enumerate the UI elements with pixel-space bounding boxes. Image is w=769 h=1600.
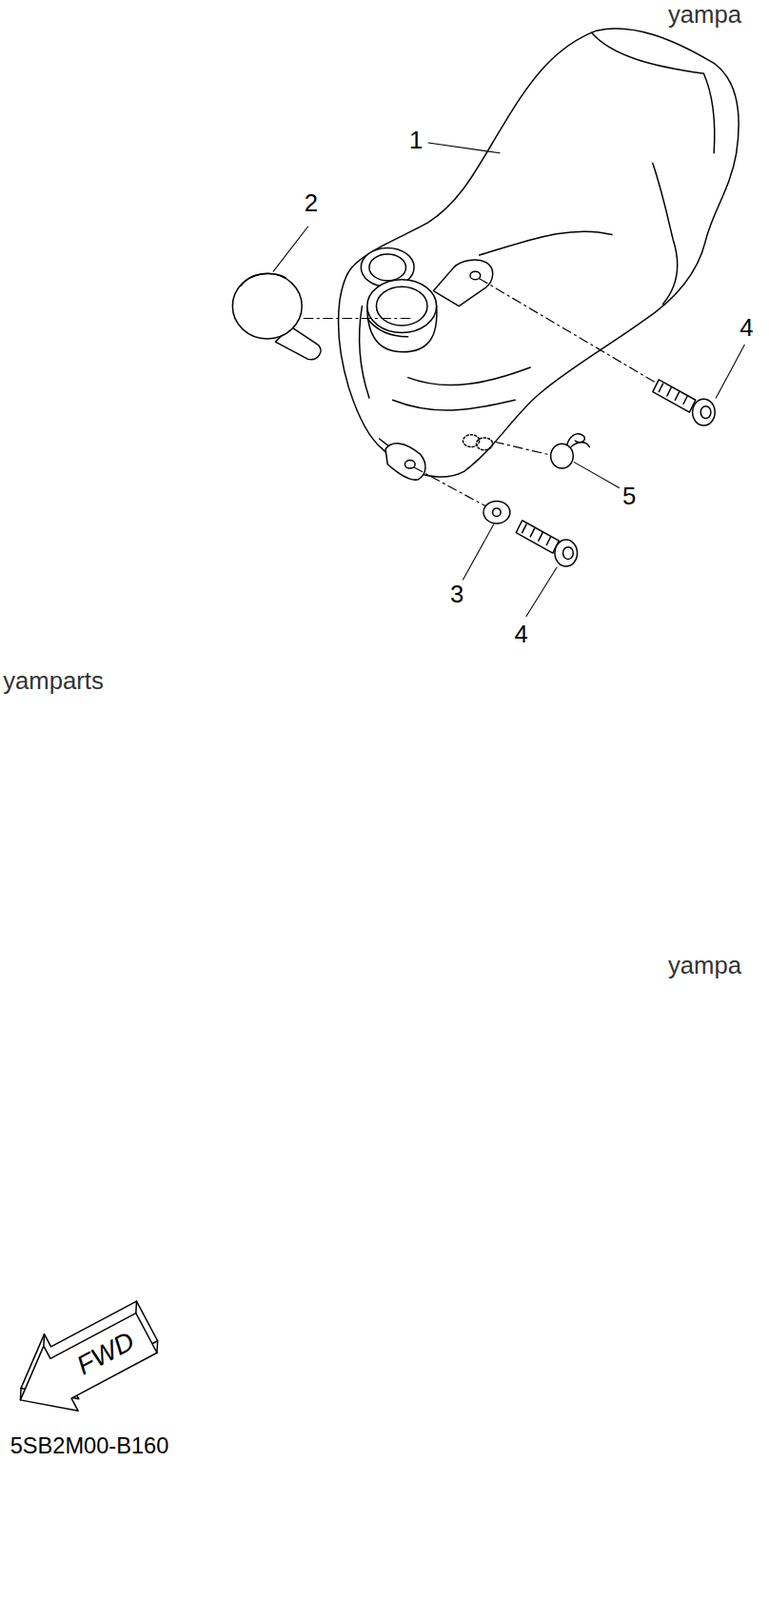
washer [483,500,511,524]
callout-number: 4 [739,315,753,341]
cap [240,274,286,287]
callout-number: 5 [622,484,636,510]
bolt [652,379,715,426]
filler-neck [367,279,437,334]
mount-flange [433,259,493,306]
callout-number: 4 [513,622,528,648]
cap [232,273,302,339]
filler-neck [367,317,409,336]
filler-neck [375,286,428,326]
bolt [515,520,577,567]
tank-contour [479,231,612,256]
tank-contour [703,73,714,154]
callout-number: 2 [304,191,318,217]
hidden-nipple [463,434,493,451]
watermark: yamparts [2,669,104,694]
assembly-line [303,278,661,508]
fwd-arrow [0,1288,170,1433]
mount-flange [385,443,426,480]
tank-outline [338,28,739,477]
tank-contour [393,399,516,411]
leader-line [273,142,745,616]
watermark: yampa [668,953,742,979]
tank-contour [591,32,705,74]
callout-number: 1 [409,128,423,154]
tank-contour [408,367,532,386]
figure-code: 5SB2M00-B160 [10,1435,170,1459]
callout-number: 3 [450,582,464,608]
tank-contour [652,163,678,305]
watermark: yampa [668,2,742,28]
hose-clip [551,433,591,469]
filler-neck [369,254,407,281]
